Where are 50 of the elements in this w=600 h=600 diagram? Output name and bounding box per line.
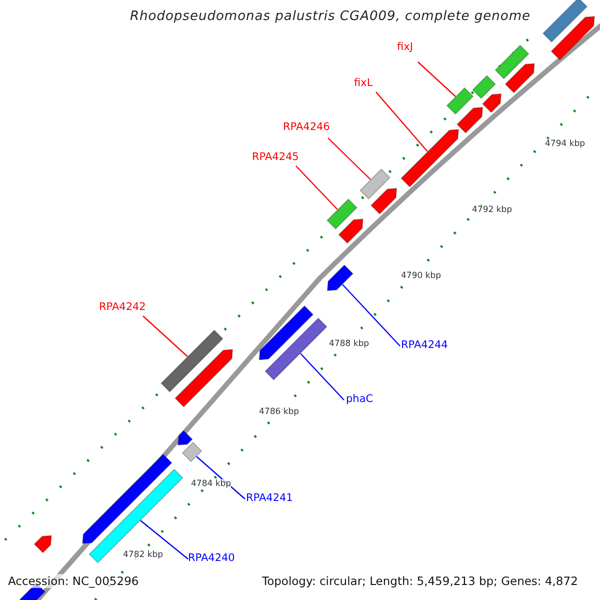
leader-line — [342, 284, 400, 346]
leader-line — [376, 92, 428, 152]
gene-block — [400, 128, 460, 188]
leader-line — [140, 520, 188, 560]
scale-label: 4782 kbp — [123, 550, 164, 560]
gene-label: RPA4246 — [283, 121, 330, 133]
gene-block — [182, 442, 202, 462]
gene-label: phaC — [346, 393, 374, 405]
gene-label: fixL — [354, 77, 373, 89]
leader-line — [418, 62, 456, 97]
scale-label: 4792 kbp — [472, 205, 512, 215]
gene-label: fixJ — [397, 41, 413, 53]
gene-block — [456, 106, 484, 134]
gene-block — [472, 74, 496, 100]
gene-block — [258, 305, 314, 360]
leader-line — [300, 353, 344, 400]
gene-label: RPA4240 — [188, 552, 235, 564]
gene-block — [494, 44, 530, 80]
gene-block — [326, 264, 354, 292]
scale-label: 4794 kbp — [545, 139, 586, 149]
gene-block — [174, 348, 234, 408]
footer-text: Topology: circular; Length: 5,459,213 bp; Genes: 4,872 — [262, 574, 578, 588]
gene-block — [446, 87, 474, 115]
gene-block — [88, 468, 184, 564]
gene-label: RPA4245 — [252, 151, 299, 163]
title: Rhodopseudomonas palustris CGA009, complete genome — [130, 9, 531, 24]
scale-label: 4786 kbp — [259, 407, 300, 417]
gene-label: RPA4242 — [99, 301, 146, 313]
leader-line — [296, 166, 338, 210]
leader-line — [328, 138, 371, 180]
gene-block — [542, 0, 588, 43]
gene-block — [160, 330, 224, 392]
gene-block — [34, 535, 52, 554]
gene-label: RPA4241 — [246, 492, 293, 504]
gene-block — [359, 168, 391, 200]
leader-line — [142, 316, 188, 357]
scale-label: 4784 kbp — [191, 479, 232, 489]
scale-label: 4790 kbp — [401, 271, 442, 281]
gene-block — [82, 454, 172, 544]
gene-block — [504, 63, 535, 94]
gene-block — [482, 93, 502, 114]
gene-block — [178, 430, 193, 446]
gene-block — [370, 188, 398, 215]
gene-block — [550, 16, 595, 60]
gene-label: RPA4244 — [401, 339, 448, 351]
gene-block — [338, 218, 364, 244]
gene-block — [326, 198, 358, 230]
gene-block — [264, 318, 328, 380]
scale-label: 4788 kbp — [329, 339, 370, 349]
footer-text: Accession: NC_005296 — [8, 574, 139, 588]
